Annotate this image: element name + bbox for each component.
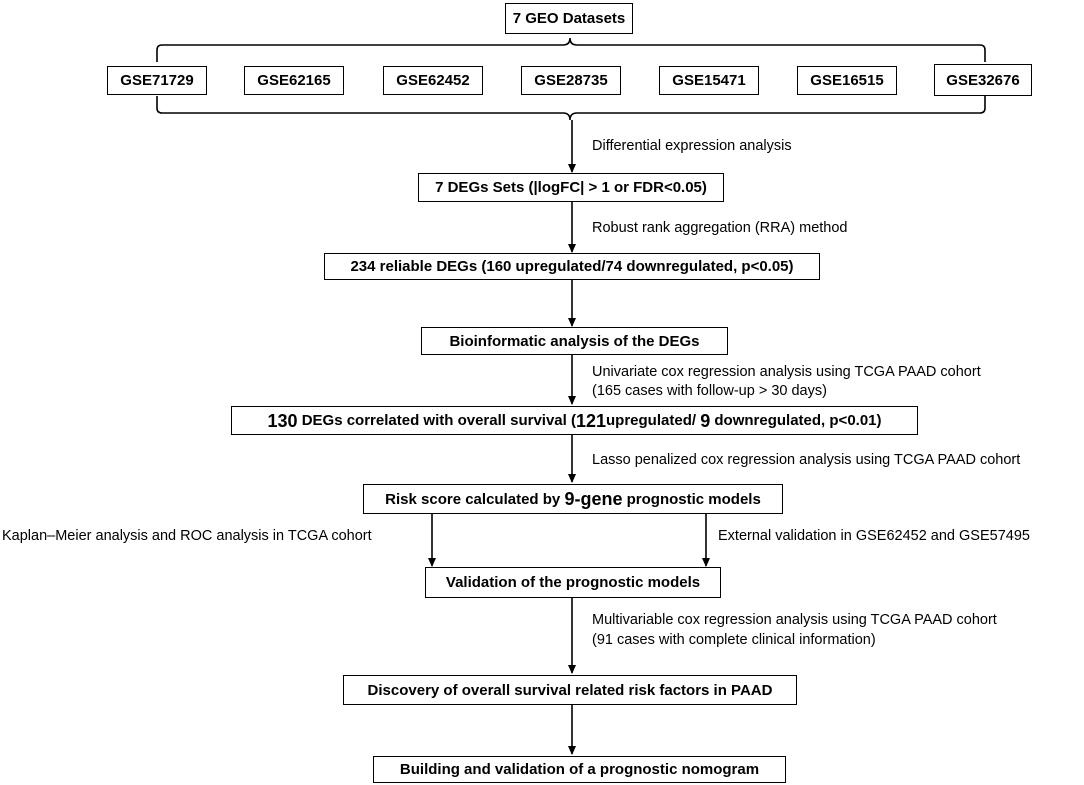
risk-score-text-2: prognostic models xyxy=(622,490,761,508)
external-validation-label: External validation in GSE62452 and GSE5… xyxy=(718,528,1030,544)
dataset-box: GSE62165 xyxy=(244,66,344,95)
dataset-box: GSE15471 xyxy=(659,66,759,95)
reliable-degs-box: 234 reliable DEGs (160 upregulated/74 do… xyxy=(324,253,820,280)
discovery-box: Discovery of overall survival related ri… xyxy=(343,675,797,705)
lasso-label: Lasso penalized cox regression analysis … xyxy=(592,452,1021,468)
dataset-box: GSE16515 xyxy=(797,66,897,95)
nomogram-box: Building and validation of a prognostic … xyxy=(373,756,786,783)
univariate-label-line1: Univariate cox regression analysis using… xyxy=(592,364,981,380)
correlated-text-2: upregulated/ xyxy=(606,412,701,429)
count-9: 9 xyxy=(700,410,711,431)
count-121: 121 xyxy=(575,410,607,431)
dataset-box: GSE62452 xyxy=(383,66,483,95)
univariate-label-line2: (165 cases with follow-up > 30 days) xyxy=(592,383,827,399)
bottom-brace xyxy=(156,96,986,121)
kaplan-meier-label: Kaplan–Meier analysis and ROC analysis i… xyxy=(2,528,372,544)
validation-box: Validation of the prognostic models xyxy=(425,567,721,598)
rra-method-label: Robust rank aggregation (RRA) method xyxy=(592,220,848,236)
correlated-text-1: DEGs correlated with overall survival ( xyxy=(297,412,576,429)
multivariable-label-line1: Multivariable cox regression analysis us… xyxy=(592,612,997,628)
dataset-box: GSE32676 xyxy=(934,64,1032,96)
bioinformatic-box: Bioinformatic analysis of the DEGs xyxy=(421,327,728,355)
correlated-degs-box: 130 DEGs correlated with overall surviva… xyxy=(231,406,918,435)
differential-expression-label: Differential expression analysis xyxy=(592,138,792,154)
top-brace xyxy=(156,37,986,62)
dataset-box: GSE71729 xyxy=(107,66,207,95)
count-130: 130 xyxy=(267,410,298,431)
risk-score-box: Risk score calculated by 9-gene prognost… xyxy=(363,484,783,514)
degs-sets-box: 7 DEGs Sets (|logFC| > 1 or FDR<0.05) xyxy=(418,173,724,202)
risk-score-text-1: Risk score calculated by xyxy=(385,490,565,508)
dataset-box: GSE28735 xyxy=(521,66,621,95)
correlated-text-3: downregulated, p<0.01) xyxy=(710,412,882,429)
nine-gene-label: 9-gene xyxy=(564,489,623,509)
multivariable-label-line2: (91 cases with complete clinical informa… xyxy=(592,632,876,648)
geo-datasets-box: 7 GEO Datasets xyxy=(505,3,633,34)
